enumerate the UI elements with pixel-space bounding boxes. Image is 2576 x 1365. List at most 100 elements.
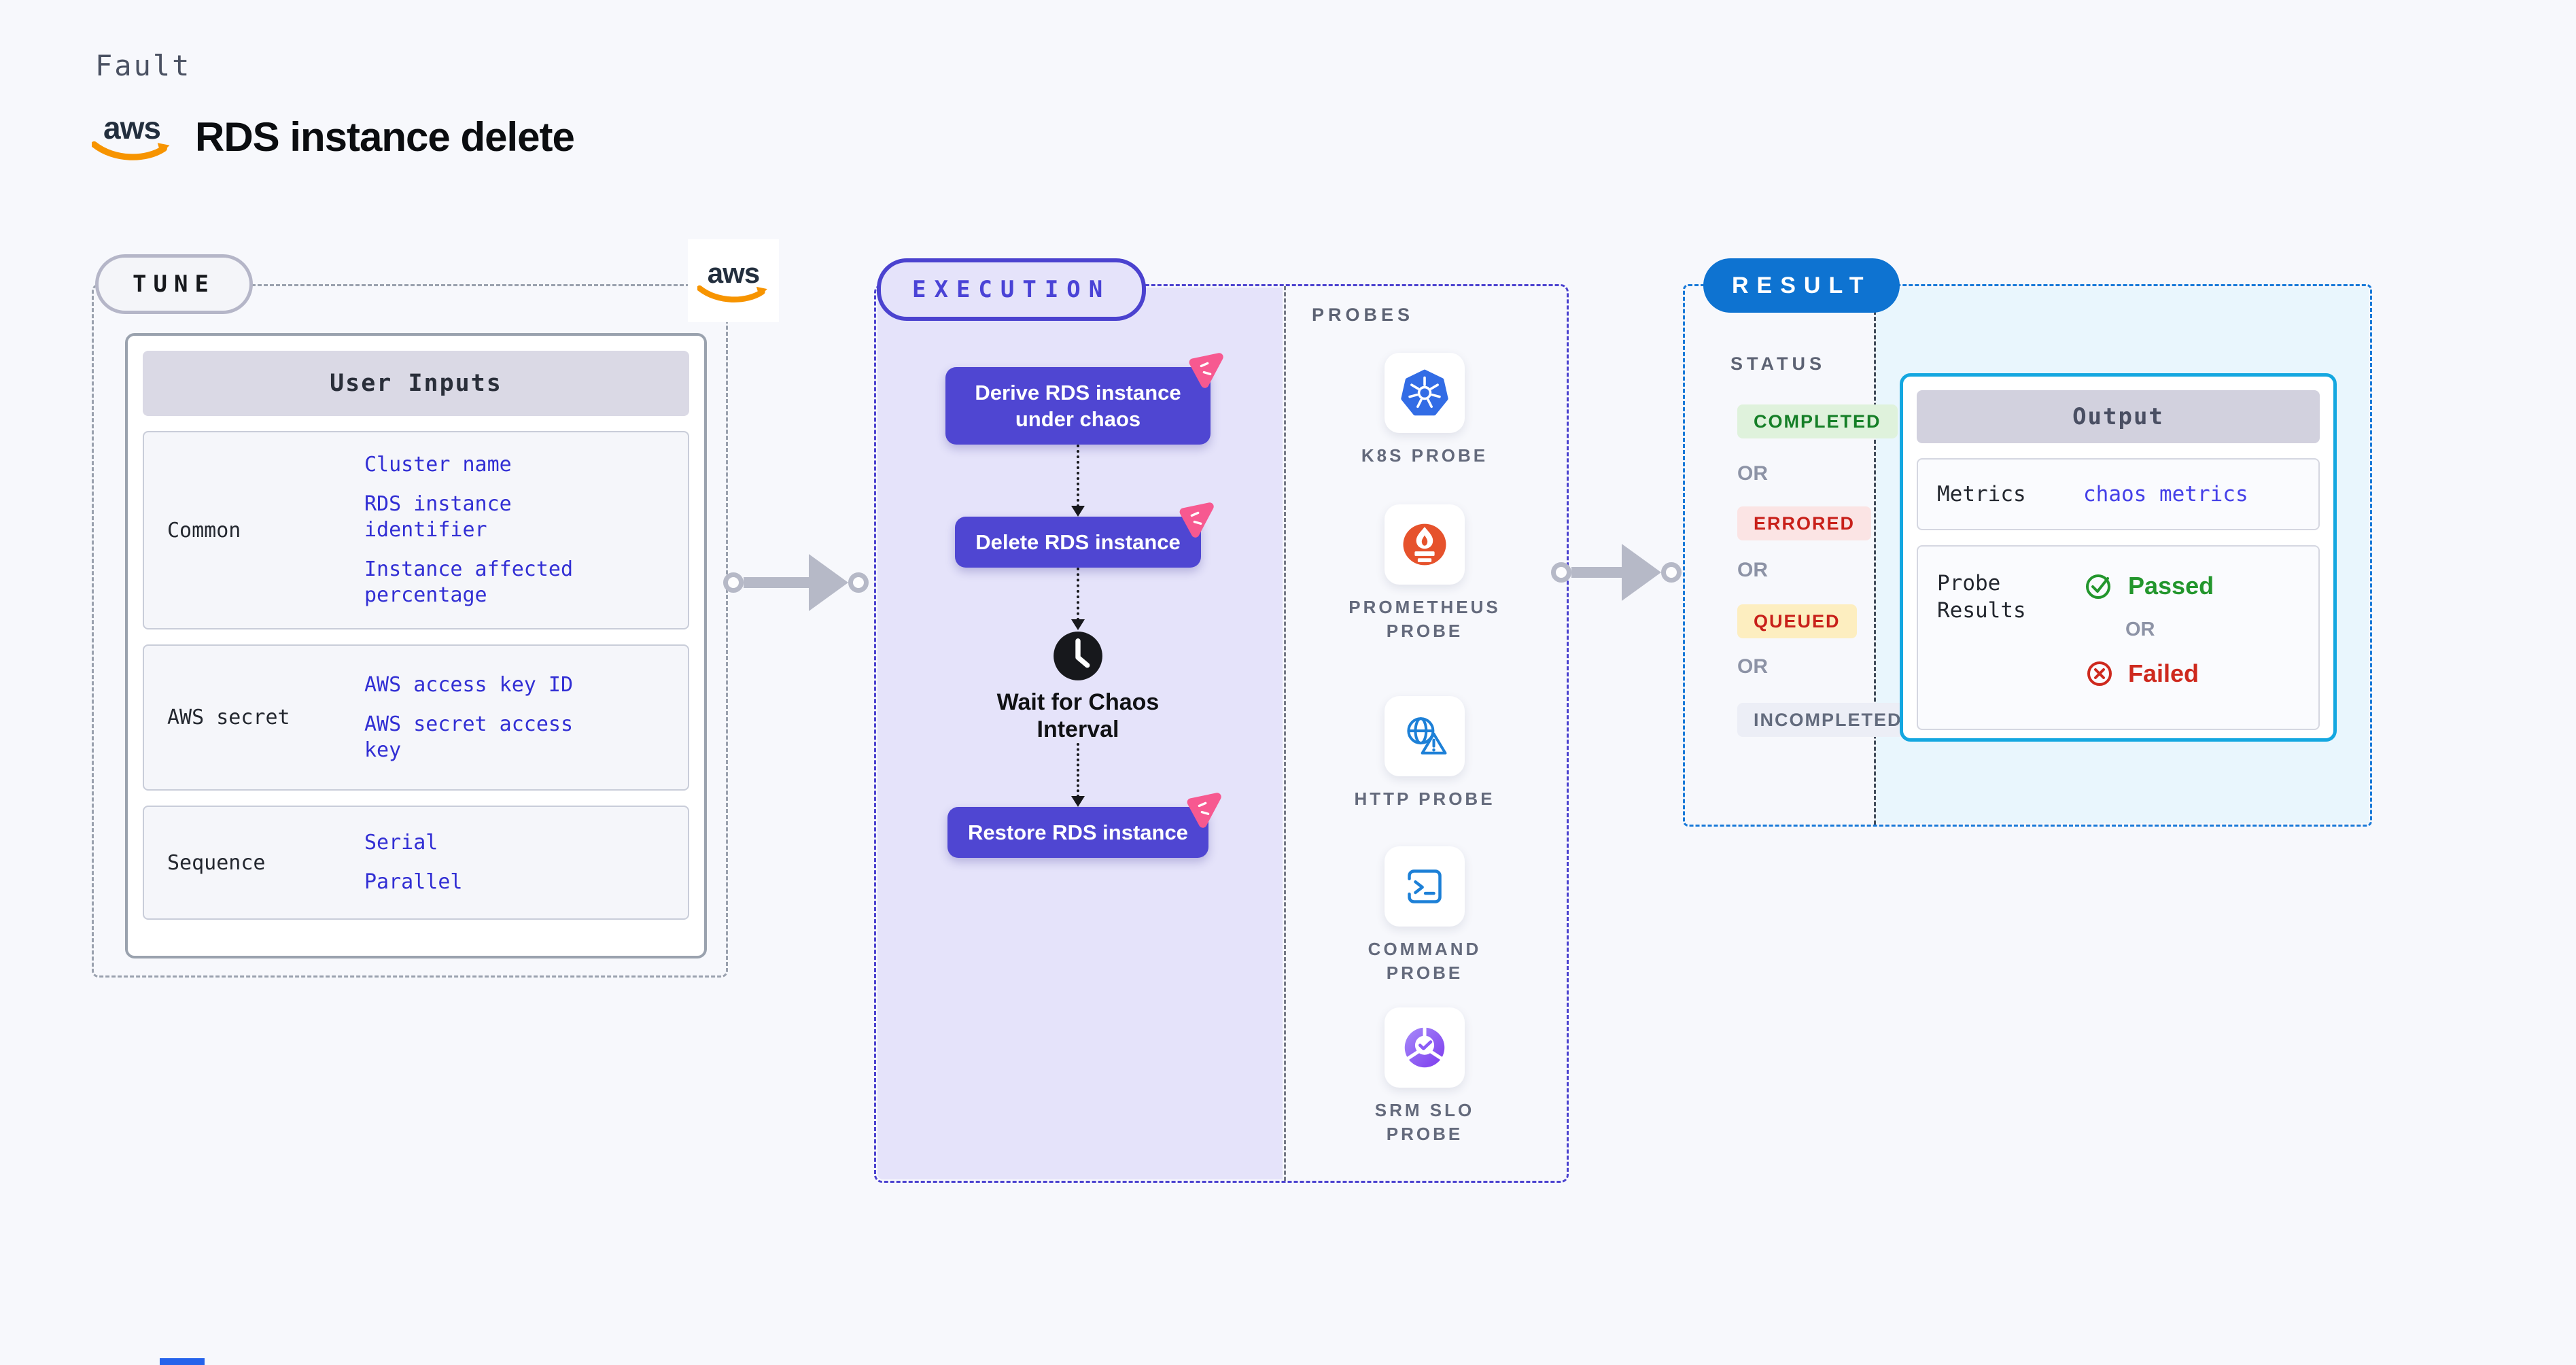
input-row-label: Sequence <box>167 850 266 875</box>
arrow-start-node <box>723 572 744 593</box>
wait-step-label: Wait for Chaos Interval <box>996 689 1160 742</box>
arrow-start-node <box>1551 562 1571 583</box>
probe-results-row: Probe Results Passed OR Failed <box>1917 545 2320 730</box>
input-value: Serial <box>364 831 438 854</box>
or-separator: OR <box>2125 619 2155 640</box>
aws-logo-word: aws <box>103 110 161 145</box>
input-value: AWS access key ID <box>364 672 574 697</box>
step-restore-rds-instance: Restore RDS instance <box>947 793 1221 858</box>
arrow-head-icon <box>809 554 848 611</box>
passed-line: Passed <box>2083 570 2214 602</box>
probe-results-values: Passed OR Failed <box>2083 570 2214 729</box>
arrow-shaft <box>744 577 809 588</box>
wait-step: Wait for Chaos Interval <box>976 630 1180 743</box>
fault-kind-label: Fault <box>95 49 192 82</box>
input-row-values: Cluster name RDS instance identifier Ins… <box>364 452 602 608</box>
or-separator: OR <box>1737 559 1768 581</box>
failed-label: Failed <box>2128 659 2199 687</box>
or-separator: OR <box>1737 462 1768 485</box>
arrow-head-icon <box>1071 619 1085 630</box>
chaos-experiment-icon <box>1179 502 1214 538</box>
arrow-head-icon <box>1071 796 1085 807</box>
arrow-end-node <box>1661 562 1682 583</box>
probe-card <box>1385 353 1465 433</box>
dotted-connector <box>1071 568 1085 630</box>
arrow-end-node <box>848 572 869 593</box>
metrics-label: Metrics <box>1937 482 2026 506</box>
probe-label: SRM SLO PROBE <box>1374 1100 1475 1144</box>
metrics-value: chaos metrics <box>2083 482 2248 506</box>
probe-label: HTTP PROBE <box>1354 789 1495 809</box>
input-row-label: Common <box>167 518 241 542</box>
status-column-title: STATUS <box>1730 353 1826 374</box>
result-badge: RESULT <box>1703 258 1900 313</box>
status-badge-completed: COMPLETED <box>1737 404 1898 438</box>
flow-arrow-tune-to-execution <box>723 552 869 613</box>
status-badge-queued: QUEUED <box>1737 604 1857 638</box>
execution-badge: EXECUTION <box>877 258 1147 321</box>
slo-check-icon <box>1404 1026 1445 1068</box>
page-header: aws RDS instance delete <box>92 112 575 161</box>
kubernetes-icon <box>1401 369 1448 416</box>
step-label: Delete RDS instance <box>975 530 1181 554</box>
page-title: RDS instance delete <box>195 114 575 160</box>
aws-swoosh-icon <box>92 141 170 160</box>
probe-label: PROMETHEUS PROBE <box>1348 597 1501 641</box>
execution-steps: Derive RDS instance under chaos Delete R… <box>875 284 1281 858</box>
failed-line: Failed <box>2083 657 2214 690</box>
probe-card <box>1385 696 1465 776</box>
input-value: Parallel <box>364 870 463 894</box>
x-circle-icon <box>2087 661 2112 686</box>
user-inputs-card: User Inputs Common Cluster name RDS inst… <box>125 333 707 958</box>
input-row-label: AWS secret <box>167 706 290 729</box>
user-inputs-title: User Inputs <box>143 351 689 416</box>
metrics-row: Metrics chaos metrics <box>1917 458 2320 530</box>
or-separator: OR <box>1737 655 1768 678</box>
probes-panel-title: PROBES <box>1312 305 1414 325</box>
flow-arrow-execution-to-result <box>1551 542 1682 603</box>
chaos-experiment-icon <box>1189 353 1223 388</box>
input-row-sequence: Sequence Serial Parallel <box>143 806 689 920</box>
output-card: Output Metrics chaos metrics Probe Resul… <box>1900 373 2337 742</box>
input-row-values: Serial Parallel <box>364 830 602 895</box>
clock-icon <box>1054 632 1102 680</box>
arrow-shaft <box>1571 567 1622 578</box>
arrow-head-icon <box>1622 544 1661 601</box>
status-badge-incompleted: INCOMPLETED <box>1737 703 1919 737</box>
tune-badge: TUNE <box>95 254 253 314</box>
input-row-values: AWS access key ID AWS secret access key <box>364 672 602 763</box>
probe-label: COMMAND PROBE <box>1368 939 1482 983</box>
status-badge-errored: ERRORED <box>1737 506 1872 540</box>
http-globe-warning-icon <box>1407 717 1447 755</box>
probe-prometheus: PROMETHEUS PROBE <box>1343 504 1506 643</box>
input-value: AWS secret access key <box>364 712 574 762</box>
bottom-cropped-element <box>160 1358 205 1365</box>
aws-logo-word: aws <box>707 256 760 289</box>
passed-label: Passed <box>2128 572 2214 600</box>
arrow-head-icon <box>1071 506 1085 517</box>
probe-http: HTTP PROBE <box>1343 696 1506 811</box>
probe-card <box>1385 504 1465 585</box>
aws-logo: aws <box>92 112 172 161</box>
terminal-icon <box>1408 869 1442 903</box>
probe-results-label: Probe Results <box>1937 571 2026 623</box>
probe-command: COMMAND PROBE <box>1343 846 1506 985</box>
check-circle-icon <box>2086 574 2110 599</box>
input-row-common: Common Cluster name RDS instance identif… <box>143 431 689 629</box>
status-output-divider <box>1874 286 1876 825</box>
tune-section <box>92 284 728 978</box>
input-value: Cluster name <box>364 453 512 477</box>
chaos-experiment-icon <box>1187 793 1221 828</box>
prometheus-icon <box>1403 523 1446 566</box>
execution-probes-divider <box>1284 286 1286 1181</box>
probe-srm-slo: SRM SLO PROBE <box>1343 1007 1506 1146</box>
output-title: Output <box>1917 390 2320 443</box>
probe-card <box>1385 1007 1465 1088</box>
step-derive-rds-instance: Derive RDS instance under chaos <box>945 353 1223 445</box>
dotted-connector <box>1071 445 1085 517</box>
dotted-connector <box>1071 743 1085 807</box>
aws-swoosh-icon <box>697 285 767 303</box>
step-label: Derive RDS instance under chaos <box>975 381 1181 431</box>
probe-card <box>1385 846 1465 927</box>
